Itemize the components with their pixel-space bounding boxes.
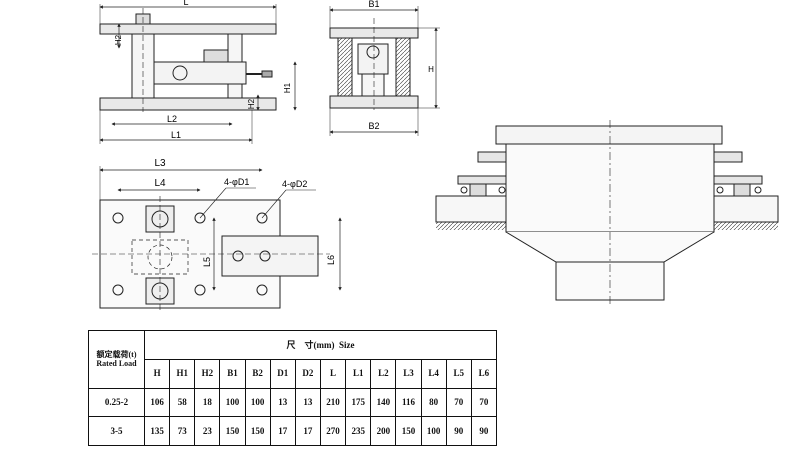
table-cell: 175	[345, 387, 372, 418]
rated-load-en: Rated Load	[96, 359, 137, 369]
dim-label-hole-d2: 4-φD2	[282, 179, 307, 189]
table-cell: 13	[294, 387, 321, 418]
table-cell: 140	[370, 387, 397, 418]
table-cell: 235	[345, 416, 372, 446]
dim-label-H: H	[428, 65, 434, 74]
dim-label-L1: L1	[171, 130, 181, 140]
dim-label-B2: B2	[368, 121, 379, 131]
column-header: B1	[219, 358, 246, 389]
column-header: L4	[420, 358, 447, 389]
installation-view	[435, 120, 779, 306]
table-cell: 150	[219, 416, 246, 446]
table-cell: 135	[143, 416, 171, 446]
column-header: L2	[370, 358, 397, 389]
dim-label-hole-d1: 4-φD1	[224, 177, 249, 187]
column-header: L5	[445, 358, 472, 389]
table-cell: 18	[194, 387, 221, 418]
side-view	[329, 6, 440, 136]
dim-label-H1: H1	[283, 82, 292, 93]
size-title-en: Size	[339, 339, 355, 350]
dim-label-L6: L6	[326, 255, 336, 265]
table-cell: 150	[395, 416, 422, 446]
table-cell: 80	[420, 387, 447, 418]
column-header: L3	[395, 358, 422, 389]
table-cell: 90	[445, 416, 472, 446]
size-title-cn: 尺 寸	[286, 339, 314, 350]
rated-load-cn: 额定载荷(t)	[96, 350, 137, 360]
table-row: 3-5 135 73 23 150 150 17 17 270 235 200 …	[88, 416, 498, 446]
table-cell: 200	[370, 416, 397, 446]
table-cell: 73	[169, 416, 196, 446]
table-cell: 270	[319, 416, 347, 446]
table-cell: 100	[244, 387, 271, 418]
column-header: L	[319, 358, 347, 389]
table-cell: 17	[269, 416, 296, 446]
table-cell: 70	[445, 387, 472, 418]
column-header: L6	[470, 358, 498, 389]
dim-label-L: L	[183, 0, 188, 7]
table-cell: 13	[269, 387, 296, 418]
dim-label-L5: L5	[202, 257, 212, 267]
dim-label-L3: L3	[154, 158, 166, 169]
column-header: D1	[269, 358, 296, 389]
column-header: B2	[244, 358, 271, 389]
table-cell: 100	[420, 416, 447, 446]
table-cell: 17	[294, 416, 321, 446]
plan-view	[92, 166, 342, 312]
table-cell: 150	[244, 416, 271, 446]
rated-load-header: 额定载荷(t) Rated Load	[88, 330, 145, 389]
column-header: H	[143, 358, 171, 389]
table-cell: 58	[169, 387, 196, 418]
table-cell: 100	[219, 387, 246, 418]
front-view	[99, 4, 297, 144]
specification-table: 额定载荷(t) Rated Load 尺 寸(mm) Size H H1 H2 …	[88, 330, 498, 446]
table-cell: 210	[319, 387, 347, 418]
table-cell: 70	[470, 387, 498, 418]
table-cell: 90	[470, 416, 498, 446]
row-load: 3-5	[88, 416, 145, 446]
size-title-unit: (mm)	[313, 339, 335, 350]
dim-label-H2-top: H2	[114, 34, 123, 45]
column-header: D2	[294, 358, 321, 389]
table-row: 0.25-2 106 58 18 100 100 13 13 210 175 1…	[88, 387, 498, 418]
table-cell: 116	[395, 387, 422, 418]
dim-label-L2: L2	[167, 114, 177, 124]
column-header-row: H H1 H2 B1 B2 D1 D2 L L1 L2 L3 L4 L5 L6	[89, 358, 498, 389]
dim-label-B1: B1	[368, 0, 379, 9]
table-cell: 23	[194, 416, 221, 446]
column-header: H2	[194, 358, 221, 389]
technical-drawing: L H2 H1 H2 L2 L1 B1 H B2	[92, 0, 779, 312]
table-cell: 106	[143, 387, 171, 418]
dim-label-L4: L4	[154, 178, 166, 189]
row-load: 0.25-2	[88, 387, 145, 418]
column-header: L1	[345, 358, 372, 389]
column-header: H1	[169, 358, 196, 389]
dim-label-H2-bottom: H2	[247, 98, 256, 109]
size-title: 尺 寸(mm) Size	[144, 330, 497, 360]
